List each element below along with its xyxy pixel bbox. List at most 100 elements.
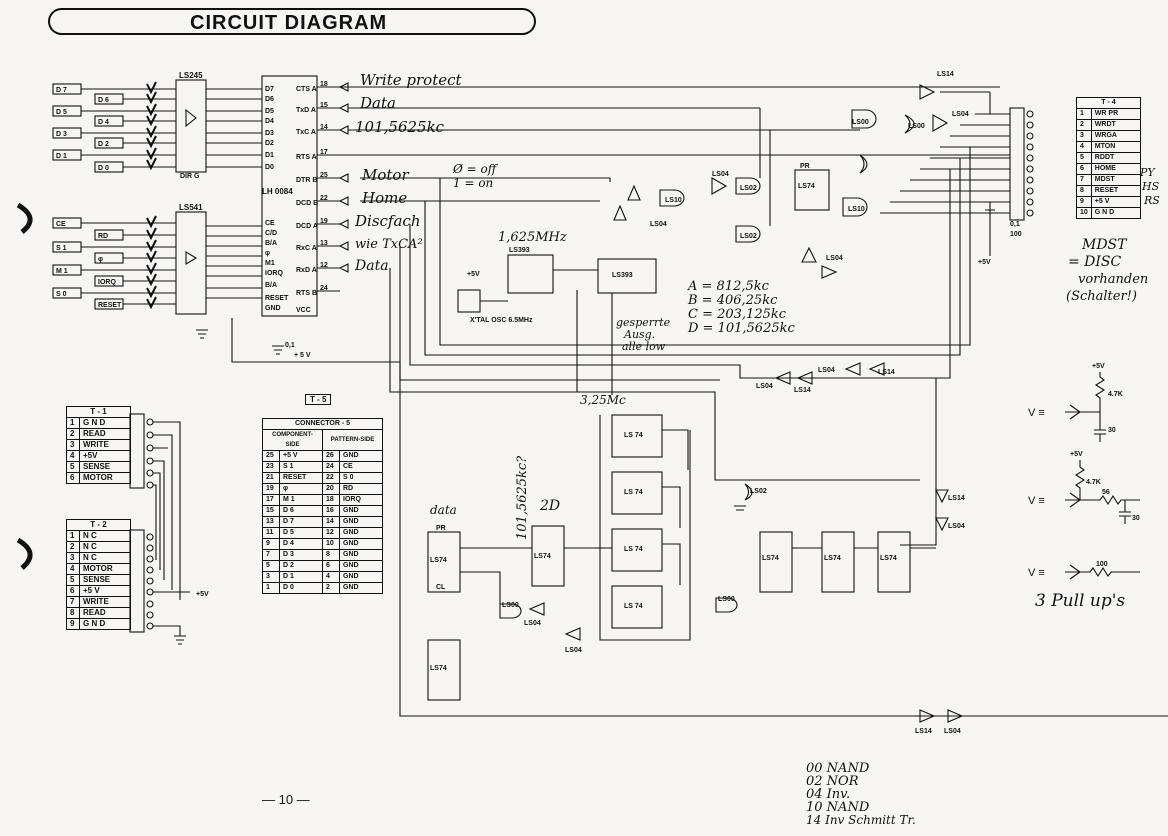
t5-label: T - 5 <box>305 394 332 405</box>
main-ic-pin-right: DTR B <box>296 177 317 184</box>
t2-signal: N C <box>79 552 131 564</box>
main-ic-left-pin-names: D7D6D5D4D3D2D1D0CEC/DB/AφM1IORQB/ARESETG… <box>265 86 289 312</box>
ls74-2d-label: LS74 <box>534 553 551 560</box>
connector5-pin: 1 <box>262 582 280 594</box>
t4-pin: 5 <box>1076 152 1092 164</box>
input-d0: D 0 <box>98 165 109 172</box>
note-alle-low: alle low <box>622 340 666 353</box>
connector5-pin: 4 <box>322 571 340 583</box>
connector5-pin: 16 <box>322 505 340 517</box>
t2-signal: G N D <box>79 618 131 630</box>
connector5-pin: 10 <box>322 538 340 550</box>
connector5-signal: D 4 <box>279 538 323 550</box>
note-freq: 101,5625kc <box>355 118 445 136</box>
note-motor-on: 1 = on <box>453 176 493 190</box>
page-title: CIRCUIT DIAGRAM <box>190 12 388 34</box>
note-home: Home <box>361 189 407 207</box>
note-freq-a: A = 812,5kc <box>687 279 770 294</box>
connector5-pin: 17 <box>262 494 280 506</box>
t4-signal: +5 V <box>1090 196 1141 208</box>
connector5-pin: 25 <box>262 450 280 462</box>
ls04-inverter-lower-b <box>564 627 581 641</box>
main-ic-pin-right: RTS B <box>296 290 317 297</box>
note-py: PY <box>1139 166 1156 179</box>
t2-pin: 8 <box>66 607 80 619</box>
t2-pin: 5 <box>66 574 80 586</box>
t4-title: T - 4 <box>1076 97 1141 109</box>
t1-pin: 4 <box>66 450 80 462</box>
connector5-signal: GND <box>339 560 383 572</box>
ls541-buffer-symbol <box>185 251 198 265</box>
t1-pin: 3 <box>66 439 80 451</box>
note-hs: HS <box>1141 180 1160 193</box>
input-d5: D 5 <box>56 109 67 116</box>
main-ic-pin-left: GND <box>265 305 281 312</box>
main-ic-pin-left: B/A <box>265 282 277 289</box>
lh0084-chip-body <box>261 75 318 317</box>
note-mdst: MDST <box>1081 237 1128 253</box>
ls04-label-vert: LS04 <box>948 523 965 530</box>
t4-pin: 3 <box>1076 130 1092 142</box>
connector5-pin: 20 <box>322 483 340 495</box>
main-ic-pin-right: RxC A <box>296 245 317 252</box>
t2-signal: N C <box>79 541 131 553</box>
t4-signal: RESET <box>1090 185 1141 197</box>
main-ic-pin-left: D6 <box>265 96 274 103</box>
input-m1: M 1 <box>56 268 68 275</box>
note-data-lower: data <box>430 503 457 517</box>
connector5-pin: 15 <box>262 505 280 517</box>
ls00-gate-lower-b <box>715 597 738 613</box>
t1-pin: 5 <box>66 461 80 473</box>
main-ic-pin-left: D3 <box>265 130 274 137</box>
legend-line-3: 04 Inv. <box>806 787 850 802</box>
main-ic-pin-right: TxD A <box>296 107 316 114</box>
ls14-label-vert: LS14 <box>948 495 965 502</box>
main-ic-pin-number: 24 <box>320 285 328 292</box>
routing-lines <box>231 147 1168 717</box>
t2-signal: +5 V <box>79 585 131 597</box>
ls74-data-label: LS74 <box>430 557 447 564</box>
ls393-counter-a <box>507 254 554 294</box>
connector5-signal: D 2 <box>279 560 323 572</box>
t4-signal: G N D <box>1090 207 1141 219</box>
t2-signal: MOTOR <box>79 563 131 575</box>
label-plus5v-crystal: +5V <box>467 271 480 278</box>
input-d3: D 3 <box>56 131 67 138</box>
connector5-pin: 5 <box>262 560 280 572</box>
t2-pin: 7 <box>66 596 80 608</box>
t4-signal: WRDT <box>1090 119 1141 131</box>
t4-pin: 9 <box>1076 196 1092 208</box>
input-rd: RD <box>98 233 108 240</box>
note-wie: wie TxCA² <box>355 237 423 252</box>
note-data2: Data <box>354 258 389 274</box>
t1-pin: 2 <box>66 428 80 440</box>
ls14-inverter-bottom <box>919 709 936 723</box>
note-data: Data <box>359 94 396 112</box>
connector5-signal: CE <box>339 461 383 473</box>
legend-line-5: 14 Inv Schmitt Tr. <box>806 813 916 827</box>
main-ic-pin-left: D0 <box>265 164 274 171</box>
ls04-label-mid-b: LS04 <box>756 383 773 390</box>
main-ic-pin-number: 25 <box>320 172 328 179</box>
ls04-label-lower-a: LS04 <box>524 620 541 627</box>
ls02-gate-lower <box>744 483 753 501</box>
t2-pin: 6 <box>66 585 80 597</box>
ground-symbols <box>174 329 746 645</box>
main-ic-pin-right: VCC <box>296 307 311 314</box>
label-cap01-t4: 0,1 <box>1010 221 1020 228</box>
ls14-label-bottom: LS14 <box>915 728 932 735</box>
ls00-top-right-label: LS00 <box>908 123 925 130</box>
ls04-inverter-bottom <box>947 709 964 723</box>
